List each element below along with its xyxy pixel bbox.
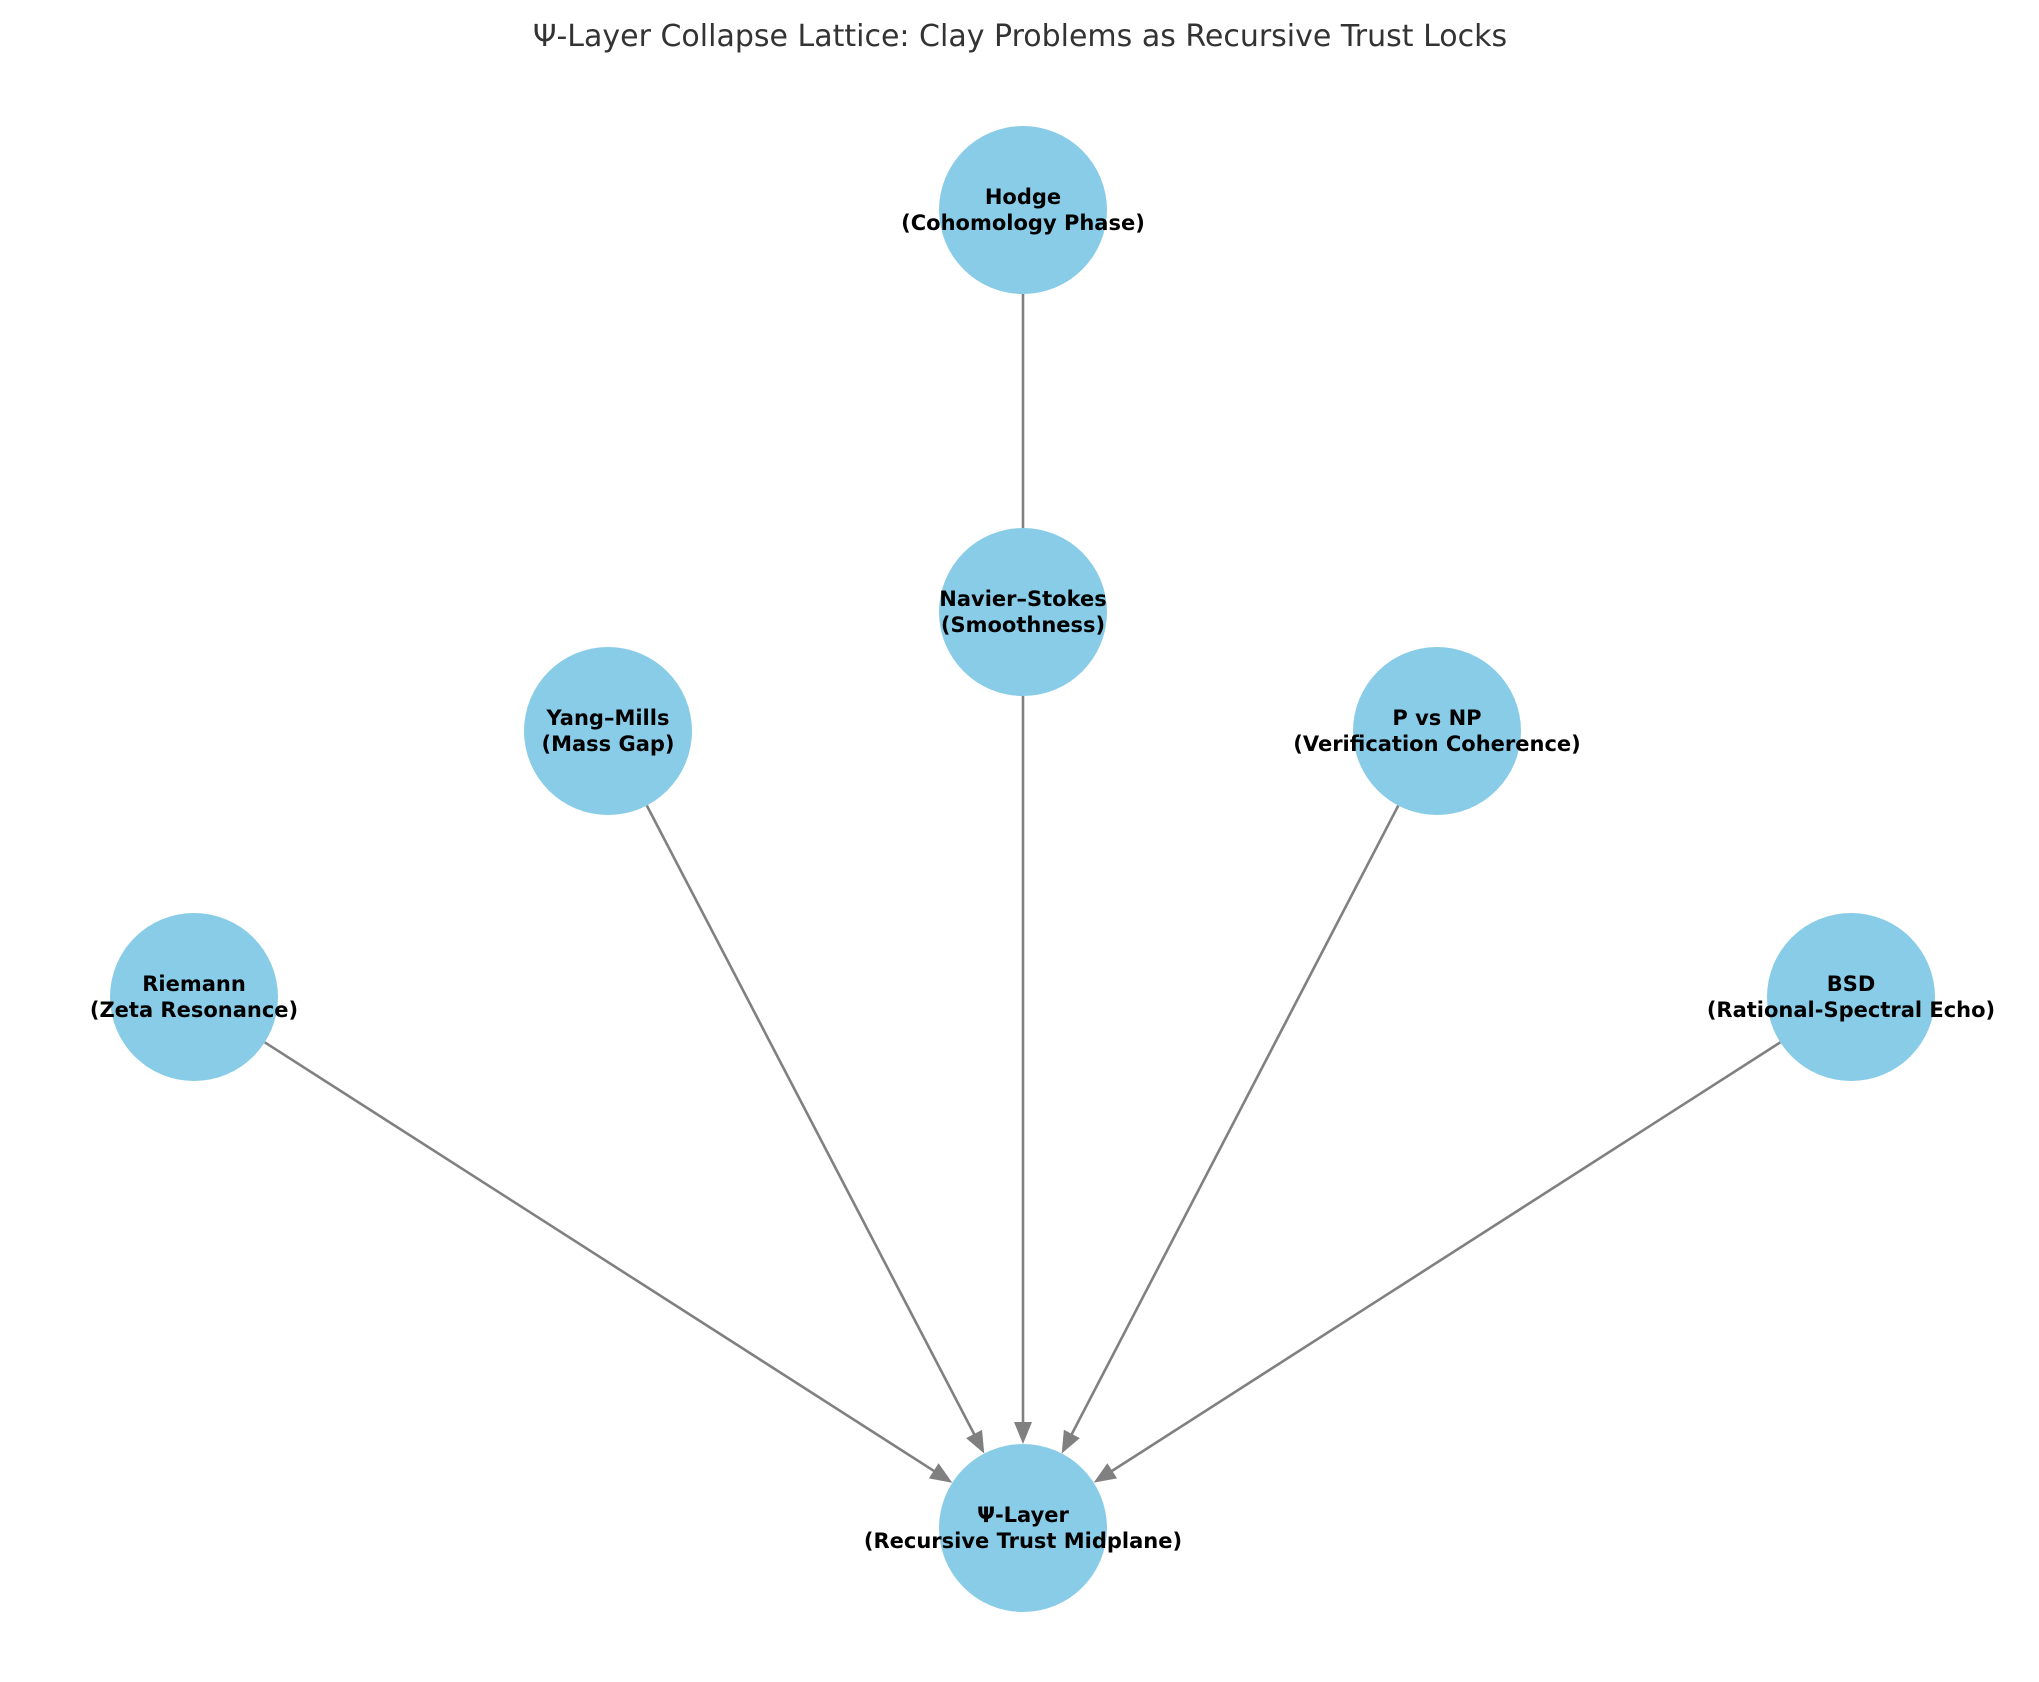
node-subtitle-label: (Verification Coherence) (1293, 732, 1580, 756)
node-name-label: Yang–Mills (546, 706, 670, 730)
node-name-label: P vs NP (1392, 706, 1481, 730)
node-subtitle-label: (Mass Gap) (541, 732, 674, 756)
edge-p_vs_np-to-psi_layer (1066, 804, 1400, 1443)
node-circle (1353, 647, 1521, 815)
node-p-vs-np: P vs NP(Verification Coherence) (1293, 647, 1581, 815)
edge-riemann-to-psi_layer (264, 1041, 942, 1477)
node-subtitle-label: (Cohomology Phase) (901, 211, 1145, 235)
diagram-title: Ψ-Layer Collapse Lattice: Clay Problems … (533, 19, 1507, 54)
node-name-label: BSD (1827, 972, 1876, 996)
node-circle (939, 1444, 1107, 1612)
node-subtitle-label: (Recursive Trust Midplane) (864, 1529, 1182, 1553)
arrowhead-p_vs_np-to-psi_layer (1061, 1429, 1080, 1454)
arrowhead-riemann-to-psi_layer (928, 1463, 953, 1483)
node-name-label: Hodge (985, 185, 1061, 209)
arrowhead-yang_mills-to-psi_layer (966, 1429, 985, 1454)
arrowhead-bsd-to-psi_layer (1093, 1463, 1118, 1483)
nodes-layer: Hodge(Cohomology Phase) Navier–Stokes(Smo… (90, 126, 1995, 1612)
node-name-label: Ψ-Layer (977, 1503, 1069, 1527)
node-bsd: BSD(Rational-Spectral Echo) (1707, 913, 1995, 1081)
edge-bsd-to-psi_layer (1104, 1041, 1781, 1477)
node-subtitle-label: (Zeta Resonance) (90, 998, 298, 1022)
node-riemann: Riemann(Zeta Resonance) (90, 913, 298, 1081)
node-yang-mills: Yang–Mills(Mass Gap) (524, 647, 692, 815)
arrowhead-navier_stokes-to-psi_layer (1014, 1422, 1032, 1444)
edge-yang_mills-to-psi_layer (645, 804, 980, 1443)
node-subtitle-label: (Rational-Spectral Echo) (1707, 998, 1995, 1022)
node-circle (939, 528, 1107, 696)
node-name-label: Riemann (142, 972, 246, 996)
node-hodge: Hodge(Cohomology Phase) (901, 126, 1145, 294)
node-name-label: Navier–Stokes (939, 587, 1106, 611)
node-subtitle-label: (Smoothness) (941, 613, 1105, 637)
node-navier-stokes: Navier–Stokes(Smoothness) (939, 528, 1107, 696)
node-circle (524, 647, 692, 815)
node-psi-layer: Ψ-Layer(Recursive Trust Midplane) (864, 1444, 1182, 1612)
node-circle (1767, 913, 1935, 1081)
node-circle (939, 126, 1107, 294)
edges-layer (264, 294, 1781, 1483)
node-circle (110, 913, 278, 1081)
